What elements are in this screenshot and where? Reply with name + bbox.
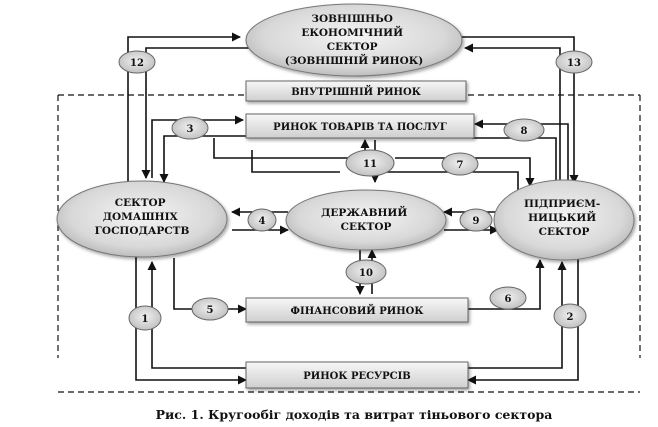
flow-marker-11: 11 [345, 149, 395, 177]
households-node: СЕКТОР ДОМАШНІХ ГОСПОДАРСТВ [56, 180, 228, 258]
business-label-1: ПІДПРИЄМ- [524, 198, 600, 210]
flow-marker-1-label: 1 [142, 314, 149, 325]
flow-marker-11-label: 11 [363, 159, 377, 170]
svg-text:ЗОВНІШНЬО ЕКОНОМІЧНИЙ: ЗОВНІШНЬО ЕКОНОМІЧНИЙ СЕКТОР (ЗОВНІШНІЙ … [285, 13, 424, 67]
foreign-sector-label-4: (ЗОВНІШНІЙ РИНОК) [285, 52, 424, 67]
business-node: ПІДПРИЄМ- НИЦЬКИЙ СЕКТОР [493, 179, 635, 261]
flow-marker-10: 10 [345, 259, 387, 285]
government-node: ДЕРЖАВНИЙ СЕКТОР [285, 189, 447, 251]
goods-market-label: РИНОК ТОВАРІВ ТА ПОСЛУГ [273, 122, 447, 133]
resource-market-box: РИНОК РЕСУРСІВ [245, 361, 469, 389]
resource-market-label: РИНОК РЕСУРСІВ [303, 371, 411, 382]
flow-marker-9: 9 [459, 208, 493, 232]
foreign-sector-node: ЗОВНІШНЬО ЕКОНОМІЧНИЙ СЕКТОР (ЗОВНІШНІЙ … [245, 3, 463, 77]
flow-marker-13: 13 [555, 50, 593, 74]
government-label-2: СЕКТОР [341, 221, 392, 233]
flow-marker-12: 12 [118, 50, 156, 74]
flow-marker-13-label: 13 [567, 58, 581, 69]
domestic-market-box: ВНУТРІШНІЙ РИНОК [245, 80, 467, 102]
foreign-sector-label-3: СЕКТОР [327, 41, 378, 53]
foreign-sector-label-1: ЗОВНІШНЬО [311, 13, 392, 25]
flow-marker-3-label: 3 [187, 124, 194, 135]
business-label-2: НИЦЬКИЙ [528, 209, 596, 224]
goods-market-box: РИНОК ТОВАРІВ ТА ПОСЛУГ [245, 113, 475, 139]
financial-market-label: ФІНАНСОВИЙ РИНОК [291, 304, 424, 317]
flow-marker-4-label: 4 [259, 216, 266, 227]
flow-lines [127, 32, 579, 385]
flow-marker-3: 3 [171, 116, 209, 140]
financial-market-box: ФІНАНСОВИЙ РИНОК [245, 297, 469, 323]
flow-marker-2: 2 [553, 303, 587, 329]
flow-marker-5-label: 5 [207, 305, 214, 316]
svg-text:ПІДПРИЄМ- НИЦЬКИЙ: ПІДПРИЄМ- НИЦЬКИЙ СЕКТОР [524, 198, 604, 238]
households-label-2: ДОМАШНІХ [103, 211, 179, 223]
flow-marker-6: 6 [489, 286, 527, 310]
svg-text:ДЕРЖАВНИЙ СЕКТОР: ДЕРЖАВНИЙ СЕКТОР [321, 204, 411, 233]
flow-marker-9-label: 9 [473, 216, 480, 227]
business-label-3: СЕКТОР [539, 226, 590, 238]
flow-marker-8: 8 [503, 118, 545, 142]
flow-marker-4: 4 [247, 208, 277, 232]
flow-marker-2-label: 2 [567, 312, 574, 323]
households-label-1: СЕКТОР [115, 197, 166, 209]
figure-caption: Рис. 1. Кругообіг доходів та витрат тінь… [156, 407, 553, 422]
flow-marker-8-label: 8 [521, 126, 528, 137]
flow-marker-1: 1 [128, 305, 162, 331]
flow-marker-7: 7 [441, 152, 479, 176]
flow-marker-12-label: 12 [130, 58, 144, 69]
flow-marker-7-label: 7 [457, 160, 464, 171]
domestic-market-label: ВНУТРІШНІЙ РИНОК [291, 85, 421, 98]
government-label-1: ДЕРЖАВНИЙ [321, 204, 407, 219]
svg-text:СЕКТОР ДОМАШНІХ ГО: СЕКТОР ДОМАШНІХ ГОСПОДАРСТВ [95, 197, 190, 237]
flow-marker-5: 5 [191, 297, 229, 321]
households-label-3: ГОСПОДАРСТВ [95, 225, 190, 237]
flow-marker-10-label: 10 [359, 268, 373, 279]
flow-marker-6-label: 6 [505, 294, 512, 305]
foreign-sector-label-2: ЕКОНОМІЧНИЙ [301, 24, 403, 39]
